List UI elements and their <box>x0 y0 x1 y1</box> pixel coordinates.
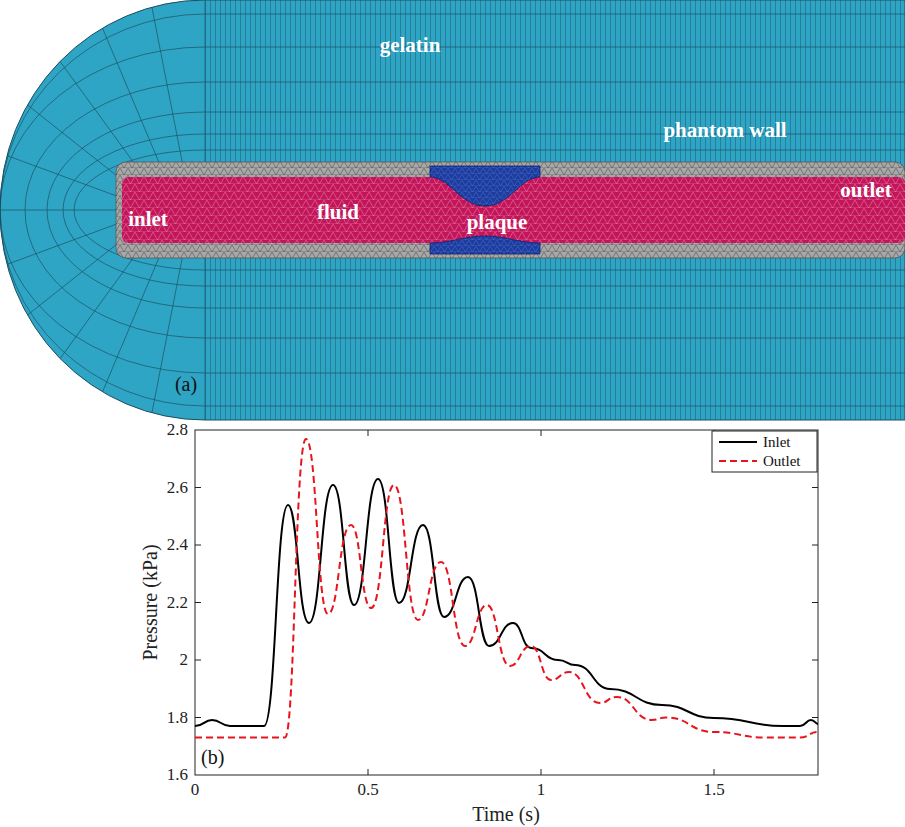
legend-sample <box>719 460 757 462</box>
axis-title: Time (s) <box>472 803 540 826</box>
plaque-shape <box>430 166 540 254</box>
part-label: phantom wall <box>663 118 786 143</box>
part-label: outlet <box>840 178 891 203</box>
legend-sample <box>719 441 757 443</box>
part-label: plaque <box>467 210 528 235</box>
inlet-curve <box>195 479 818 726</box>
tick-label: 1.5 <box>703 780 724 800</box>
plot-axes <box>195 430 818 775</box>
part-label: inlet <box>128 207 168 232</box>
gelatin-mesh <box>0 0 905 420</box>
tick-label: 2.8 <box>167 420 188 440</box>
axis-title: Pressure (kPa) <box>139 544 162 660</box>
legend-text: Outlet <box>763 453 801 470</box>
part-label: gelatin <box>380 33 441 58</box>
tick-label: 1 <box>537 780 546 800</box>
outlet-curve <box>195 439 818 738</box>
tick-label: 2.2 <box>167 593 188 613</box>
phantom-wall <box>116 162 905 258</box>
tick-label: 0 <box>191 780 200 800</box>
tick-label: 1.8 <box>167 708 188 728</box>
tick-label: 1.6 <box>167 765 188 785</box>
tick-label: 0.5 <box>357 780 378 800</box>
part-label: fluid <box>317 200 359 225</box>
tick-label: 2.4 <box>167 535 188 555</box>
panel-label: (a) <box>175 373 197 396</box>
panel-label: (b) <box>201 746 224 769</box>
legend-box <box>712 431 817 472</box>
tick-label: 2 <box>180 650 189 670</box>
tick-label: 2.6 <box>167 478 188 498</box>
legend-text: Inlet <box>763 434 791 451</box>
